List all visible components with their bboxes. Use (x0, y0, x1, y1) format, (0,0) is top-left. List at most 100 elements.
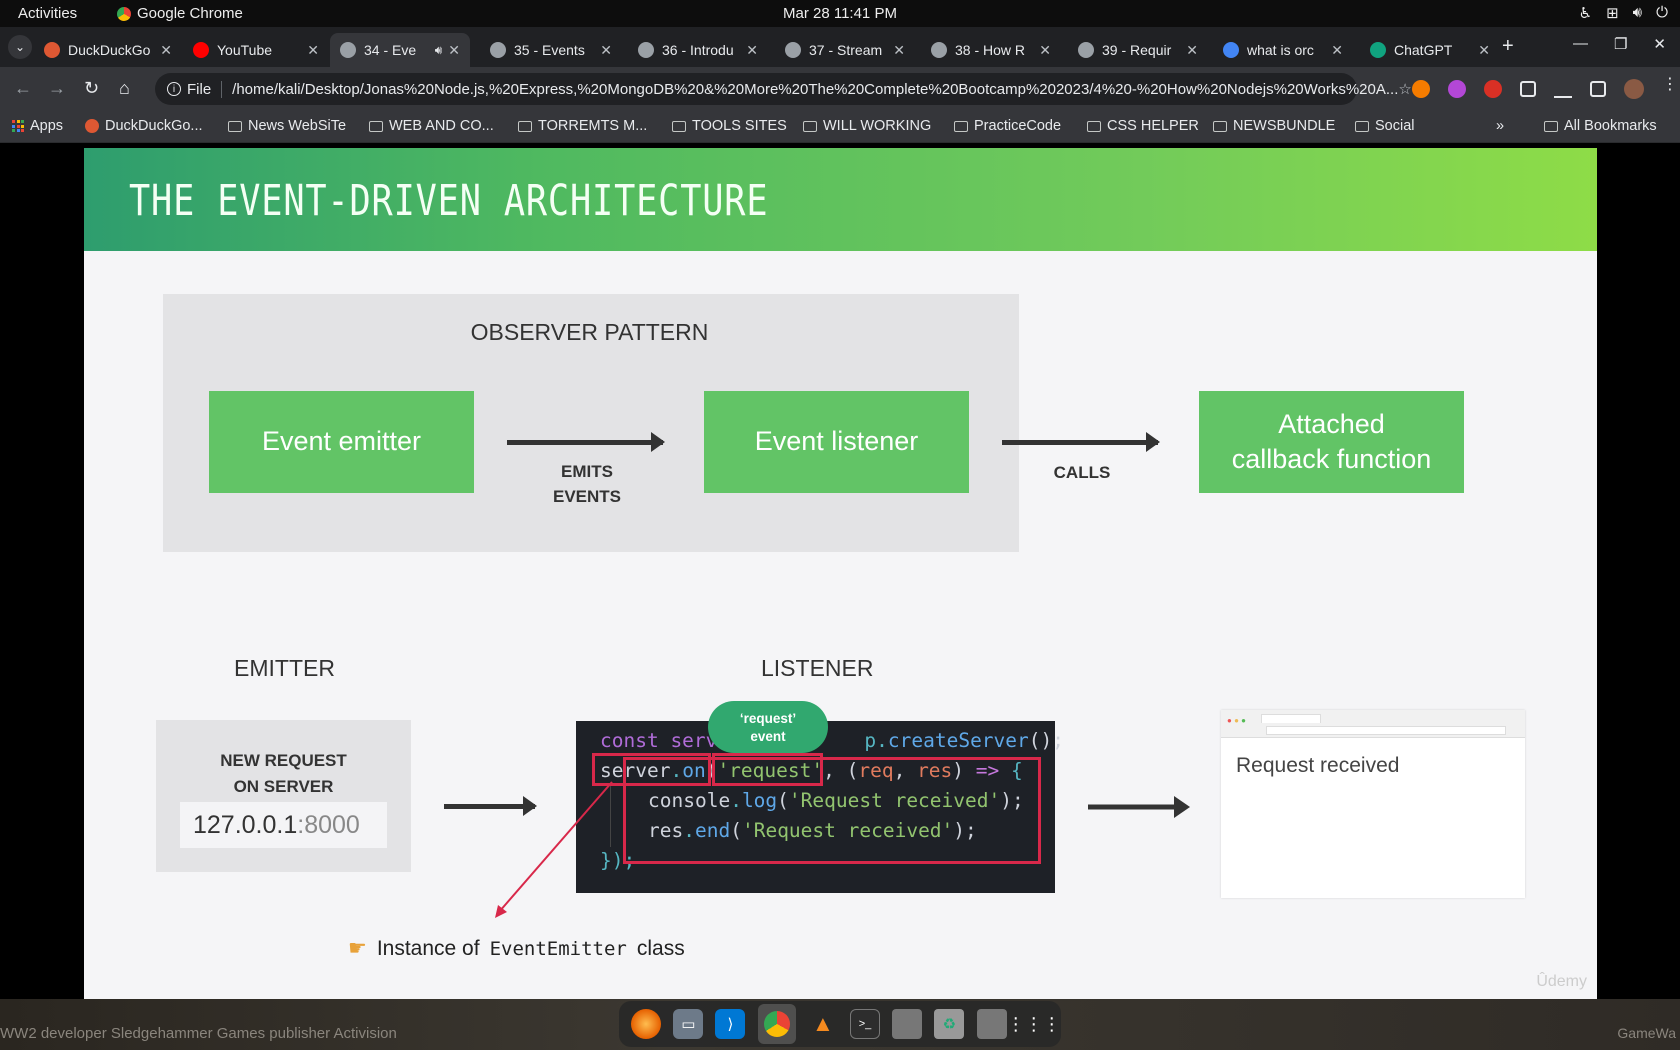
mock-address (1266, 726, 1506, 735)
new-tab-button[interactable]: + (1502, 35, 1514, 57)
chrome-dock-icon[interactable] (757, 1004, 796, 1044)
tab-close-icon[interactable]: ✕ (160, 41, 172, 58)
activities-button[interactable]: Activities (18, 5, 78, 22)
highlight-callback (623, 757, 1041, 864)
note-prefix: Instance of (376, 936, 480, 960)
extension-purple-icon[interactable] (1448, 80, 1466, 98)
network-icon[interactable]: ⊞ (1606, 5, 1619, 22)
tab-close-icon[interactable]: ✕ (1039, 41, 1051, 58)
bookmarks-bar: Apps DuckDuckGo... News WebSiTe WEB AND … (0, 111, 1680, 143)
bookmark-label: WEB AND CO... (389, 118, 494, 134)
tab-search-button[interactable]: ⌄ (8, 35, 32, 59)
emits-events-label: EMITS EVENTS (507, 460, 667, 509)
tab-close-icon[interactable]: ✕ (893, 41, 905, 58)
code-token: ( (730, 819, 742, 842)
extension-red-hand-icon[interactable] (1484, 80, 1502, 98)
bookmark-folder[interactable]: PracticeCode (954, 118, 1061, 134)
code-token: 'request' (717, 759, 824, 782)
system-tray[interactable]: ♿ ⊞ 🔊︎ ⏻ (1579, 4, 1668, 22)
side-panel-icon[interactable] (1590, 81, 1606, 97)
forward-icon[interactable]: → (48, 78, 66, 98)
terminal-icon[interactable]: >_ (850, 1009, 881, 1039)
tab-close-icon[interactable]: ✕ (448, 41, 460, 58)
folder-icon (369, 120, 383, 132)
all-bookmarks[interactable]: All Bookmarks (1544, 118, 1657, 134)
clock[interactable]: Mar 28 11:41 PM (783, 5, 897, 22)
folder-icon (228, 120, 242, 132)
site-info-chip[interactable]: i File (167, 80, 223, 98)
extensions-puzzle-icon[interactable] (1520, 81, 1536, 97)
profile-avatar[interactable] (1624, 79, 1644, 99)
app-menu[interactable]: Google Chrome (117, 5, 243, 22)
vscode-icon[interactable]: ⟩ (715, 1009, 746, 1039)
extensions-area: ⋮ (1412, 76, 1678, 99)
browser-tab[interactable]: 37 - Stream✕ (775, 33, 915, 67)
bookmark-folder[interactable]: TOOLS SITES (672, 118, 787, 134)
calls-label: CALLS (1053, 463, 1111, 482)
bookmark-folder[interactable]: News WebSiTe (228, 118, 346, 134)
observer-pattern-title: OBSERVER PATTERN (470, 319, 709, 345)
vlc-icon[interactable]: ▲ (811, 1011, 834, 1036)
url-text[interactable]: /home/kali/Desktop/Jonas%20Node.js,%20Ex… (232, 80, 1399, 98)
bookmark-folder[interactable]: TORREMTS M... (518, 118, 647, 134)
globe-icon (340, 42, 356, 58)
app-grid-icon[interactable]: ⋮⋮⋮ (1006, 1013, 1061, 1034)
files-icon[interactable]: ▭ (673, 1009, 704, 1039)
browser-tab[interactable]: what is orc✕ (1213, 33, 1353, 67)
disk-icon[interactable] (976, 1009, 1007, 1039)
slide-title: THE EVENT-DRIVEN ARCHITECTURE (129, 176, 769, 226)
browser-tab[interactable]: ChatGPT✕ (1360, 33, 1500, 67)
bookmark-folder[interactable]: WILL WORKING (803, 118, 931, 134)
tab-close-icon[interactable]: ✕ (1186, 41, 1198, 58)
bookmark-label: TOOLS SITES (692, 118, 787, 134)
minimize-icon[interactable]: — (1572, 35, 1588, 52)
restore-icon[interactable]: ❐ (1613, 36, 1628, 53)
drive-icon[interactable] (892, 1009, 923, 1039)
power-icon[interactable]: ⏻ (1656, 4, 1668, 21)
bookmark-folder[interactable]: Social (1355, 118, 1415, 134)
accessibility-icon[interactable]: ♿ (1578, 5, 1593, 22)
instance-note: ☛ Instance of EventEmitter class (348, 936, 685, 961)
browser-tab[interactable]: YouTube✕ (183, 33, 329, 67)
tab-audio-icon[interactable]: 🔊︎ (434, 42, 443, 57)
tab-close-icon[interactable]: ✕ (746, 41, 758, 58)
reload-icon[interactable]: ↻ (84, 78, 100, 98)
tab-close-icon[interactable]: ✕ (1478, 41, 1490, 58)
tab-close-icon[interactable]: ✕ (1331, 41, 1343, 58)
tab-close-icon[interactable]: ✕ (600, 41, 612, 58)
bookmark-folder[interactable]: NEWSBUNDLE (1213, 118, 1335, 134)
firefox-icon[interactable] (631, 1009, 662, 1039)
browser-tab[interactable]: 34 - Eve🔊︎✕ (330, 33, 470, 67)
address-bar[interactable]: i File /home/kali/Desktop/Jonas%20Node.j… (155, 73, 1412, 105)
browser-tab[interactable]: 38 - How R✕ (921, 33, 1061, 67)
volume-icon[interactable]: 🔊︎ (1632, 4, 1643, 21)
info-icon: i (167, 82, 181, 96)
code-token: ( (777, 789, 789, 812)
browser-tab[interactable]: 35 - Events✕ (480, 33, 622, 67)
browser-tab[interactable]: 36 - Introdu✕ (628, 33, 768, 67)
close-window-icon[interactable]: ✕ (1653, 36, 1666, 53)
menu-kebab-icon[interactable]: ⋮ (1662, 76, 1678, 93)
trash-icon[interactable]: ♻ (934, 1009, 965, 1039)
media-control-icon[interactable] (1554, 80, 1572, 98)
extension-orange-icon[interactable] (1412, 80, 1430, 98)
code-token: . (730, 789, 742, 812)
code-token: log (741, 789, 778, 812)
bookmark-folder[interactable]: CSS HELPER (1087, 118, 1199, 134)
code-token: => (975, 759, 1000, 782)
bookmark-duckduckgo[interactable]: DuckDuckGo... (85, 118, 203, 134)
code-token: on (682, 759, 706, 782)
home-icon[interactable]: ⌂ (119, 78, 130, 98)
browser-tab[interactable]: DuckDuckGo✕ (34, 33, 182, 67)
apps-shortcut[interactable]: Apps (12, 118, 63, 134)
code-token: req (858, 759, 894, 782)
bookmark-star-icon[interactable]: ☆ (1398, 81, 1412, 98)
back-icon[interactable]: ← (14, 78, 32, 98)
browser-tab[interactable]: 39 - Requir✕ (1068, 33, 1208, 67)
folder-icon (1355, 120, 1369, 132)
bookmark-folder[interactable]: WEB AND CO... (369, 118, 494, 134)
bookmarks-overflow-button[interactable]: » (1496, 118, 1505, 134)
folder-icon (1087, 120, 1101, 132)
tab-close-icon[interactable]: ✕ (307, 41, 319, 58)
listener-heading: LISTENER (761, 655, 874, 681)
